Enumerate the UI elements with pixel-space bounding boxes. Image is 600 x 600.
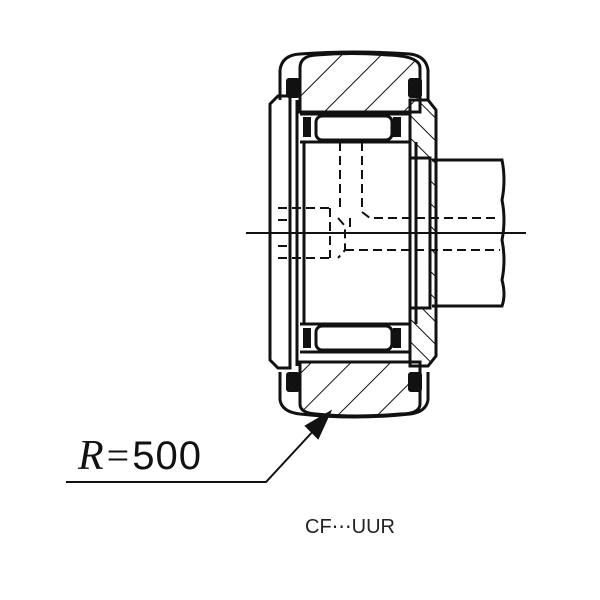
equals-sign: =	[106, 433, 131, 478]
radius-symbol: R	[78, 433, 105, 479]
rollers	[300, 112, 410, 354]
model-caption: CF⋯UUR	[305, 516, 395, 538]
stud-shaft	[432, 158, 506, 308]
radius-leader	[66, 409, 333, 483]
outer-ring	[278, 50, 430, 419]
hidden-lines	[278, 142, 500, 259]
radius-value: 500	[132, 434, 202, 478]
seals	[286, 78, 422, 392]
radius-annotation: R=500	[78, 432, 202, 480]
